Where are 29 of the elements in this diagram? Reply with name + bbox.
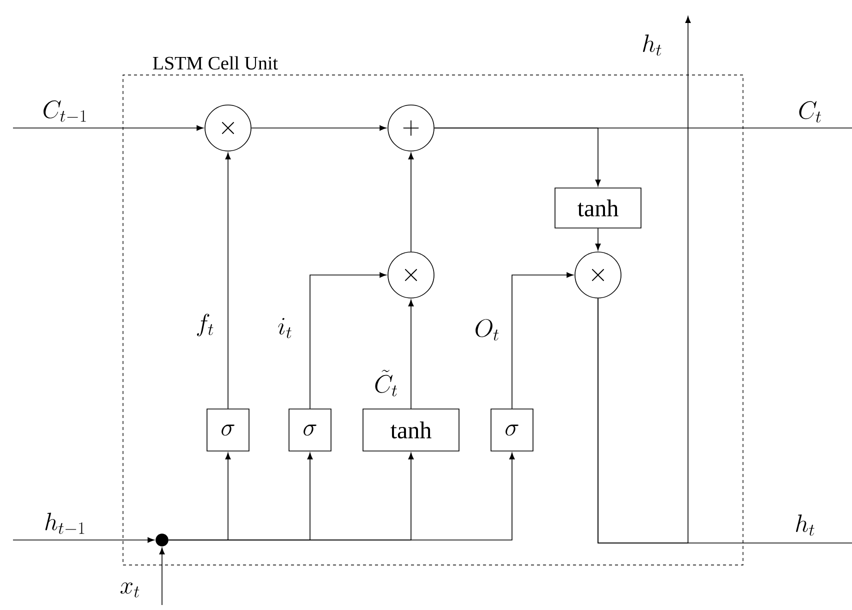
arrow — [310, 272, 386, 409]
arrow — [159, 548, 165, 606]
arrow — [408, 300, 414, 409]
junction-dot — [156, 534, 168, 546]
function-box: $\sigma$ — [490, 408, 534, 452]
edge-label: $x_t$ — [118, 582, 142, 598]
edge-label: $i_t$ — [276, 316, 294, 340]
arrow — [12, 537, 154, 543]
edge-label: $f_t$ — [194, 312, 216, 338]
edge-label: $h_t$ — [794, 514, 816, 536]
arrow — [168, 452, 515, 540]
function-box: $\tanh$ — [362, 408, 460, 452]
edge-label: $h_t$ — [640, 34, 664, 56]
arrow — [12, 125, 204, 131]
arrow — [225, 152, 231, 409]
function-box: $\tanh$ — [554, 188, 642, 228]
edge-label: $C_t$ — [796, 100, 824, 124]
arrow — [434, 128, 601, 186]
edge-label: $\tilde{C}_t$ — [372, 368, 400, 398]
edge-label: $O_t$ — [473, 318, 501, 342]
function-box: $\sigma$ — [288, 408, 332, 452]
frame-title: LSTM Cell Unit — [152, 56, 278, 70]
edge-label: $h_{t-1}$ — [43, 512, 87, 536]
arrow — [408, 152, 414, 252]
arrow — [512, 272, 574, 409]
function-box: $\sigma$ — [206, 408, 250, 452]
arrow — [251, 125, 386, 131]
arrow — [595, 228, 601, 250]
edge-label: $C_{t-1}$ — [41, 100, 89, 124]
